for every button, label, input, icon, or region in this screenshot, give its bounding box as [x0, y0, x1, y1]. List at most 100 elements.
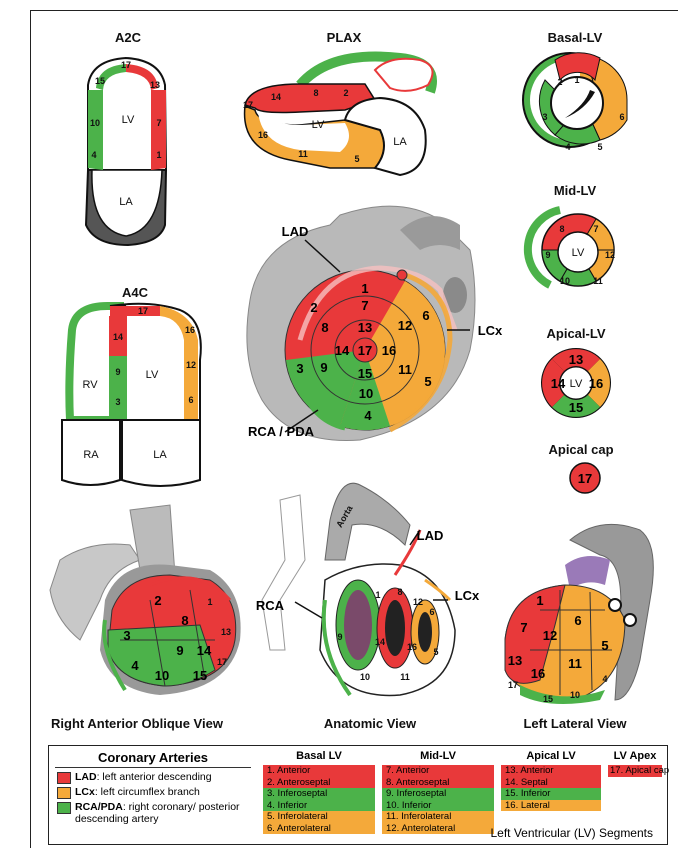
legend-segment-row: 2. Anteroseptal: [263, 776, 375, 788]
plax-la: [343, 96, 427, 177]
basal-seg: 1: [574, 75, 579, 85]
anatomic-aorta: [324, 482, 411, 561]
a2c-seg-17-band: [126, 64, 158, 90]
bull-seg: 11: [398, 362, 412, 377]
a4c-lateral-band: [160, 306, 198, 420]
lcx-course: [388, 272, 453, 433]
legend-segment-row: 1. Anterior: [263, 765, 375, 777]
a4c-ra: [61, 419, 121, 486]
plax-lv-cavity: [258, 112, 349, 152]
bull-seg: 3: [296, 361, 303, 376]
bull-seg: 8: [321, 320, 328, 335]
lateral-inferior: [520, 685, 605, 704]
a2c-seg: 13: [150, 80, 160, 90]
anatomic-section-1-cavity: [344, 590, 372, 660]
legend-text-lcx: LCx: left circumflex branch: [75, 786, 200, 798]
rao-seg: 1: [207, 597, 212, 607]
a2c-lateral-band: [151, 90, 166, 170]
legend-segment-row: 14. Septal: [501, 776, 601, 788]
apical-cap-view: Apical cap 17: [548, 442, 614, 494]
mid-seg: 9: [545, 250, 550, 260]
rao-seg: 17: [217, 657, 227, 667]
bull-seg: 10: [359, 386, 373, 401]
lat-seg: 6: [574, 613, 581, 628]
apical-lv-cavity: [559, 366, 593, 400]
rca-swatch: [57, 802, 71, 814]
mid-seg: 11: [593, 276, 603, 286]
legend-row-rca: RCA/PDA: right coronary/ posterior desce…: [55, 801, 251, 825]
plax-la-label: LA: [393, 136, 407, 148]
a4c-la: [121, 419, 201, 487]
coronary-title: Coronary Arteries: [55, 750, 251, 768]
a2c-seg: 17: [121, 60, 131, 70]
legend-segment-row: 5. Inferolateral: [263, 811, 375, 823]
lat-seg: 11: [568, 656, 582, 671]
a4c-seg: 9: [115, 367, 120, 377]
rao-seg: 14: [197, 643, 212, 658]
lat-seg: 1: [536, 593, 543, 608]
a4c-septum-apical: [109, 316, 127, 356]
rao-seg: 13: [221, 627, 231, 637]
mid-lv-label: LV: [572, 247, 585, 259]
apical-lv-view: Apical-LV 13 14 15 16 LV: [541, 326, 611, 418]
apical-septal: [542, 359, 564, 407]
lad-swatch: [57, 772, 71, 784]
apical-seg: 13: [569, 352, 583, 367]
legend-segment-row: 11. Inferolateral: [382, 811, 494, 823]
apical-seg: 16: [589, 376, 603, 391]
rao-seg: 8: [181, 613, 188, 628]
plax-seg: 8: [313, 88, 318, 98]
legend-segment-row: 9. Inferoseptal: [382, 788, 494, 800]
legend-text-lad: LAD: left anterior descending: [75, 771, 212, 783]
a4c-rv-label: RV: [82, 379, 98, 391]
a2c-seg: 4: [91, 150, 96, 160]
lat-seg: 10: [570, 690, 580, 700]
basal-legend-title: Basal LV: [296, 750, 342, 762]
bull-seg: 14: [335, 343, 350, 358]
apical-lv-label: LV: [570, 378, 583, 390]
a4c-seg: 14: [113, 332, 123, 342]
a2c-view: A2C 17 15 13 10 7 4 1 LV LA: [84, 30, 168, 247]
legend-text-rca: RCA/PDA: right coronary/ posterior desce…: [75, 801, 240, 825]
lcx-label: LCx: [478, 323, 503, 338]
lateral-segment-lines: [530, 590, 612, 695]
a2c-seg: 15: [95, 76, 105, 86]
plax-title: PLAX: [327, 30, 362, 45]
mid-seg: 8: [559, 224, 564, 234]
rao-seg: 9: [176, 643, 183, 658]
plax-seg: 17: [243, 100, 253, 110]
lat-seg: 13: [508, 653, 522, 668]
lateral-pulmonary: [565, 556, 610, 590]
bull-seg: 5: [424, 374, 431, 389]
a4c-ra-label: RA: [83, 449, 99, 461]
cap-title: Apical cap: [548, 442, 613, 457]
rao-seg: 3: [123, 628, 130, 643]
anat-seg: 5: [433, 647, 438, 657]
lat-seg: 15: [543, 694, 553, 704]
mid-title: Mid-LV: [554, 183, 597, 198]
bull-seg: 16: [382, 343, 396, 358]
legend-footer: Left Ventricular (LV) Segments: [490, 826, 653, 840]
a4c-septum-basal: [109, 356, 127, 420]
bull-seg: 7: [361, 298, 368, 313]
lv-apex-legend: LV Apex 17. Apical cap: [608, 750, 669, 777]
a4c-apex-band: [110, 306, 160, 316]
lat-seg: 16: [531, 666, 545, 681]
lateral-title: Left Lateral View: [523, 716, 627, 731]
plax-seg: 2: [343, 88, 348, 98]
bull-seg: 6: [422, 308, 429, 323]
anat-seg: 1: [375, 590, 380, 600]
rao-vessel-left: [49, 543, 141, 641]
coronary-arteries-legend: Coronary Arteries LAD: left anterior des…: [55, 750, 251, 827]
anat-seg: 9: [337, 632, 342, 642]
mid-lv-cavity: [557, 231, 599, 273]
anat-seg: 10: [360, 672, 370, 682]
anat-seg: 16: [407, 642, 417, 652]
apical-anterior: [552, 349, 600, 371]
apical-title: Apical-LV: [547, 326, 606, 341]
bullseye-rca-territory: [286, 350, 365, 426]
figure-frame: [30, 10, 678, 848]
heart-vessel: [400, 216, 460, 250]
lat-seg: 4: [602, 674, 607, 684]
